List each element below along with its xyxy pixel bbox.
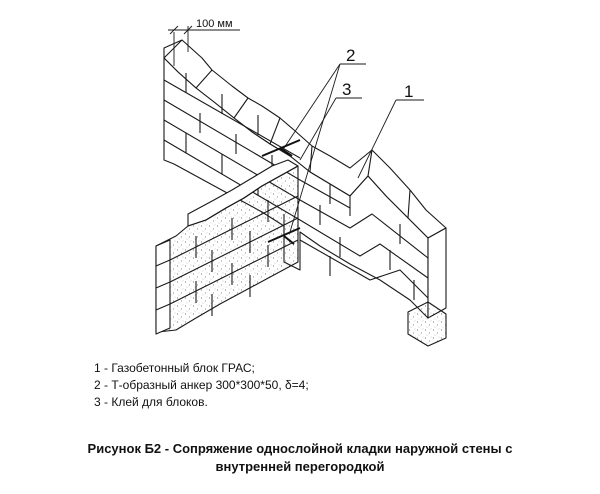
dimension-label: 100 мм: [196, 18, 233, 30]
callout-1: 1: [404, 82, 413, 101]
callout-2: 2: [346, 46, 355, 65]
callout-leaders: [283, 63, 424, 233]
figure-caption: Рисунок Б2 - Сопряжение однослойной клад…: [0, 440, 600, 476]
partition-wall: [155, 159, 299, 335]
outer-wall-bottom-block: [407, 301, 447, 347]
caption-line-2: внутренней перегородкой: [215, 459, 385, 474]
legend-item-2: 2 - Т-образный анкер 300*300*50, δ=4;: [94, 378, 309, 392]
callout-3: 3: [342, 80, 351, 99]
t-anchor-lower: [267, 227, 301, 243]
partition-courses: [155, 195, 299, 316]
dimension-100mm: [168, 25, 240, 66]
caption-line-1: Рисунок Б2 - Сопряжение однослойной клад…: [87, 441, 513, 456]
masonry-junction-diagram: 100 мм 2 3 1: [155, 18, 447, 347]
partition-face: [155, 165, 299, 333]
t-anchors: [261, 139, 301, 245]
legend: 1 - Газобетонный блок ГРАС; 2 - Т-образн…: [94, 360, 309, 411]
outer-wall-end-face: [427, 227, 447, 319]
partition-left-edge: [155, 239, 171, 335]
legend-item-1: 1 - Газобетонный блок ГРАС;: [94, 361, 255, 375]
legend-item-3: 3 - Клей для блоков.: [94, 395, 208, 409]
